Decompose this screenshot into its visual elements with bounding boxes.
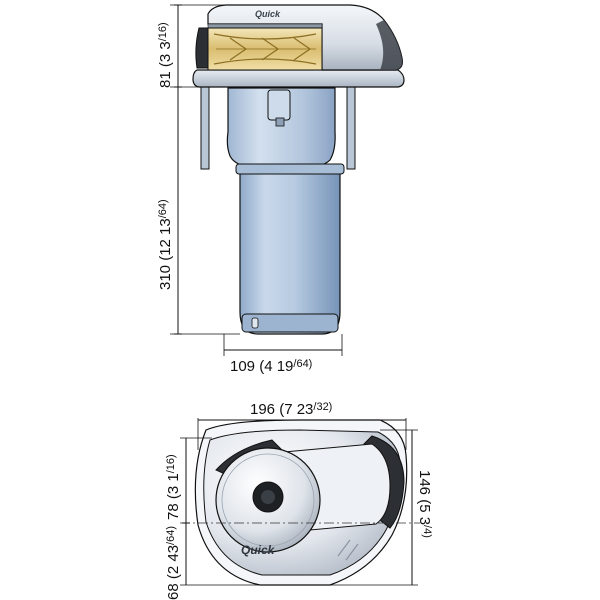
side-view: Quick (192, 4, 405, 335)
motor-body (239, 167, 341, 335)
dim-body-width: 109 (4 19/64) (230, 358, 312, 375)
dim-base-depth: 146 (5 3/4) (416, 470, 433, 538)
gearbox-boss (267, 89, 291, 121)
dim-upper-offset: 78 (3 1/16) (165, 454, 182, 520)
cover-shade (376, 20, 403, 70)
top-view: Quick (194, 419, 408, 586)
dim-lower-offset: 68 (2 43/64) (165, 526, 182, 600)
dim-body-height: 310 (12 13/64) (157, 199, 174, 290)
mounting-stud-left (200, 84, 210, 170)
cover-rim (207, 23, 323, 29)
motor-bottom-ring (241, 313, 339, 333)
top-view-dimensions: 196 (7 23/32) 146 (5 3/4) 78 (3 1/16) 68… (165, 401, 433, 600)
socket-star-icon (261, 490, 275, 504)
dim-top-height: 81 (3 3/16) (157, 22, 174, 88)
dim-base-width: 196 (7 23/32) (250, 401, 332, 418)
mounting-stud-right (346, 84, 356, 170)
base-logo: Quick (241, 543, 276, 557)
deck-flange (192, 69, 405, 88)
side-view-dimensions: 81 (3 3/16) 310 (12 13/64) 109 (4 19/64) (157, 4, 343, 375)
gearbox-screw (275, 117, 285, 127)
base-grip-marks (337, 539, 359, 561)
gypsy-teeth (213, 33, 317, 65)
chain-guard (195, 27, 209, 69)
motor-collar (235, 163, 345, 175)
drain-plug (251, 317, 259, 329)
cover-logo: Quick (255, 9, 281, 19)
dome-ring (221, 453, 315, 547)
